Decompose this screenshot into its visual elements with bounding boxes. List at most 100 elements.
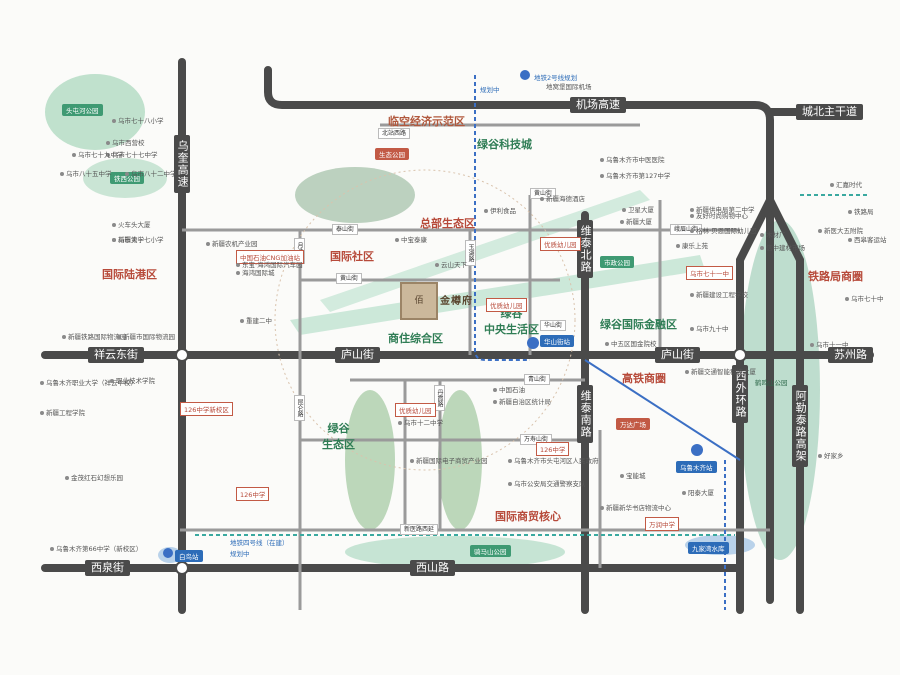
poi-label: 新疆建设工程学校 [690, 292, 748, 299]
weitai-north-label: 维泰北路 [577, 220, 594, 278]
aletai-label: 阿勒泰路高架 [792, 385, 809, 467]
poi-label: 信中建材市场 [760, 245, 805, 252]
project-name[interactable]: 金樽府 [440, 296, 473, 307]
poi-label: 乌市七十七中学 [106, 152, 158, 159]
huashan-station-marker [527, 337, 539, 349]
poi-label: 乌市八十二中学 [125, 171, 177, 178]
poi-label: 乌鲁木齐职业大学（祥云中校） [40, 380, 137, 387]
tag-126: 126中学 [536, 442, 570, 456]
xiquan-street-label: 西泉街 [85, 560, 130, 577]
poi-label: 重建二中 [240, 318, 272, 325]
west-ring-label: 西外环路 [732, 365, 749, 423]
poi-label: 乌鲁木齐市第127中学 [600, 173, 670, 180]
hq-eco-area [295, 167, 415, 223]
aletai-line [766, 196, 804, 614]
airport-station-label: 地铁2号线规划 [534, 74, 578, 82]
poi-label: 乌市九十中 [690, 326, 729, 333]
poi-label: 汇嘉时代 [830, 182, 862, 189]
poi-label: 中国石油 [493, 387, 525, 394]
lushan-street-label-2: 庐山街 [655, 347, 700, 364]
poi-label: 新疆农机产业园 [206, 241, 258, 248]
railway-business-district: 铁路局商圈 [808, 270, 863, 283]
poi-label: 云山天下 [435, 262, 467, 269]
poi-label: 职业技术学院 [110, 378, 155, 385]
planning-label: 规划中 [480, 86, 500, 94]
xishan-road-label: 西山路 [410, 560, 455, 577]
poi-label: 乌市十一中 [810, 342, 849, 349]
poi-label: 乌鲁木齐市中医医院 [600, 157, 665, 164]
metro-lines [195, 75, 870, 610]
hq-eco-district: 总部生态区 [420, 217, 475, 230]
poi-label: 康乐上苑 [676, 243, 708, 250]
toutun-park-label: 头屯河公园 [62, 104, 103, 116]
poi-label: 中五区国金院校 [605, 341, 657, 348]
huashan-street: 华山街 [540, 320, 567, 331]
beida-street: 北站西路 [378, 128, 411, 139]
weitai-south-label: 维泰南路 [577, 385, 594, 443]
poi-label: 乌鲁木齐市头屯河区人民政府 [508, 458, 599, 465]
danxia-street: 丹霞路 [434, 385, 445, 411]
airport-station-marker [520, 70, 530, 80]
eco-park-label: 生态公园 [375, 148, 409, 160]
poi-label: 乌市十二中学 [398, 420, 443, 427]
huangshan-street: 黄山街 [336, 273, 363, 284]
poi-label: 东宝·海鸿国际汽车园 [236, 262, 303, 269]
metro-line-2 [474, 75, 530, 361]
wanrun-school: 万润中学 [645, 517, 679, 531]
poi-label: 乌市第十七小学 [112, 237, 164, 244]
poi-label: 新疆新华书店物流中心 [600, 505, 671, 512]
airport-highway-label: 机场高速 [570, 97, 626, 114]
xinyi-street: 新医路西延 [400, 524, 439, 535]
yuhu-street: 玉湖路 [465, 240, 476, 266]
poi-label: 新疆自治区统计局 [493, 399, 551, 406]
line4-label: 地铁四号线（在建） [230, 539, 289, 547]
green-belt-1 [290, 255, 705, 335]
poi-label: 新疆铁路国际物流园 [62, 334, 127, 341]
qima-park-label: 骑马山公园 [470, 545, 511, 557]
poi-label: 新疆大厦 [620, 219, 652, 226]
airport-label: 地窝堡国际机场 [546, 83, 592, 91]
chengbei-road-label: 城北主干道 [796, 104, 863, 121]
junction-1 [175, 348, 189, 362]
intl-trade-district: 国际商贸核心 [495, 510, 561, 523]
poi-label: 卫星大厦 [622, 207, 654, 214]
poi-label: 铁路局 [848, 209, 874, 216]
wanda-label: 万达广场 [616, 418, 650, 430]
poi-label: 乌市八十五中学 [60, 171, 112, 178]
kindergarten-2: 优质幼儿园 [486, 298, 527, 312]
intl-community-district: 国际社区 [330, 250, 374, 263]
qingshan-street: 青山街 [524, 374, 551, 385]
west-ring-upper [736, 196, 774, 359]
huashan-station-label: 华山街站 [540, 335, 574, 347]
kunlun-street: 昆仑路 [294, 395, 305, 421]
poi-label: 中宝泰康 [395, 237, 427, 244]
junction-2 [733, 348, 747, 362]
poi-label: 新疆供电局第二中学 [690, 207, 755, 214]
project-logo[interactable]: 佰 [400, 282, 438, 320]
poi-label: 火车头大厦 [112, 222, 151, 229]
qima-park-area [345, 536, 565, 568]
lvgu-eco-district: 绿谷 生态区 [322, 422, 355, 451]
xiangyun-east-label: 祥云东街 [88, 347, 144, 364]
poi-label: 阳泰大厦 [682, 490, 714, 497]
suzhou-road-label: 苏州路 [828, 347, 873, 364]
poi-label: 乌市七十九中学 [72, 152, 124, 159]
intl-land-port-district: 国际陆港区 [102, 268, 157, 281]
tag-126-new: 126中学新校区 [180, 402, 233, 416]
poi-label: 金茂红石幻想乐园 [65, 475, 123, 482]
bainiao-station-label: 白鸟站 [175, 550, 203, 562]
poi-label: 乌市公安局交通警察支队 [508, 481, 586, 488]
junctions [175, 348, 747, 575]
poi-label: 新疆市国际物流园 [117, 334, 175, 341]
lushan-street-label: 庐山街 [335, 347, 380, 364]
hsr-business-district: 高铁商圈 [622, 372, 666, 385]
poi-label: 木材厂 [760, 232, 786, 239]
poi-label: 新疆国际电子商贸产业园 [410, 458, 488, 465]
poi-label: 友好时尚购物中心 [690, 213, 748, 220]
poi-label: 乌市七十中 [845, 296, 884, 303]
lvgu-tech-district: 绿谷科技城 [477, 138, 532, 151]
poi-label: 海鸿国际城 [236, 270, 275, 277]
jiujia-reservoir-label: 九家湾水库 [688, 542, 729, 554]
poi-label: 新疆海德酒店 [540, 196, 585, 203]
